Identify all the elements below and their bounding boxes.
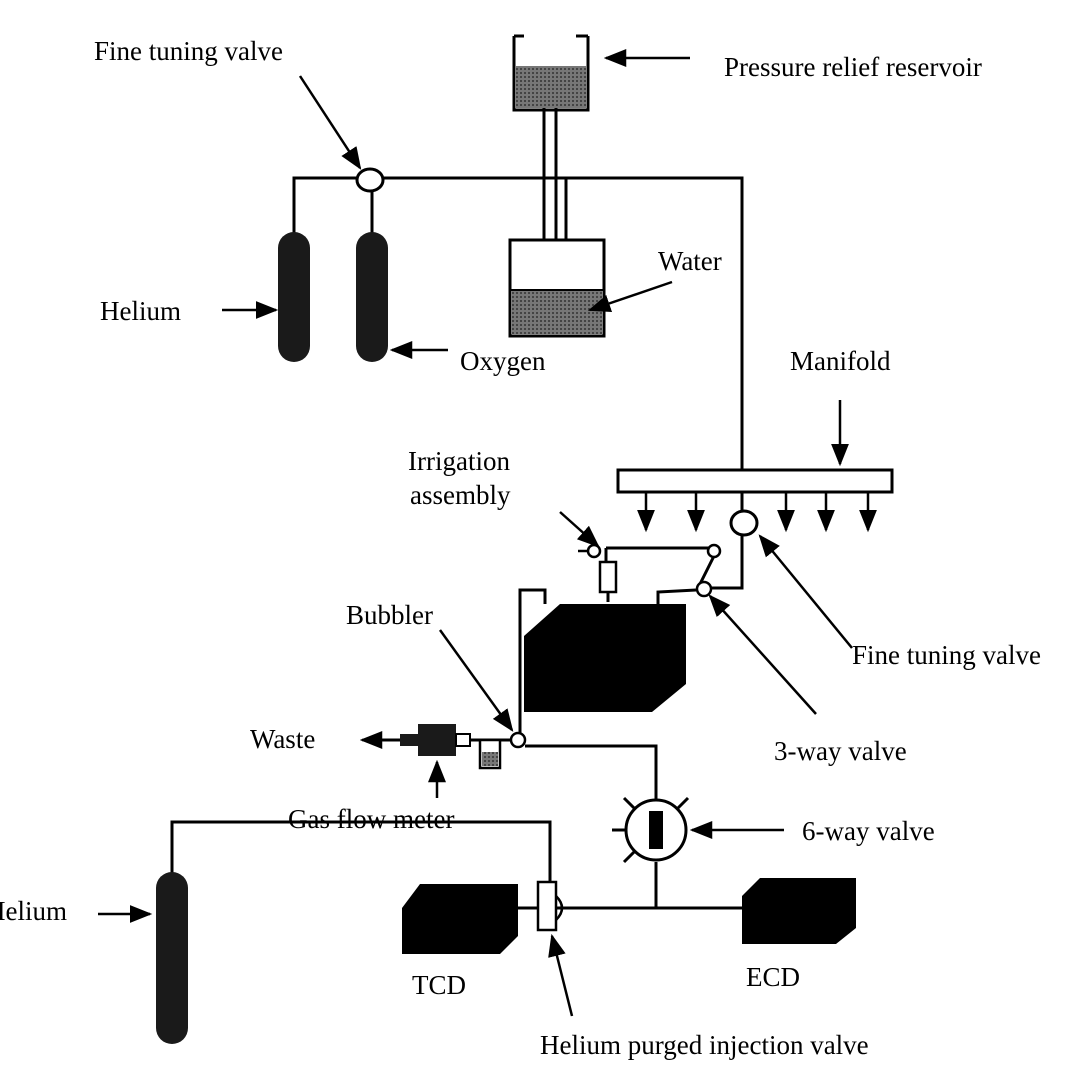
label-helium-purged-injection-valve: Helium purged injection valve: [540, 1030, 869, 1060]
helium-cylinder-top: [278, 232, 310, 362]
labels: Fine tuning valve Pressure relief reserv…: [0, 36, 1041, 1060]
irrigation-to-3way: [698, 555, 716, 585]
label-pressure-relief-reservoir: Pressure relief reservoir: [724, 52, 982, 82]
bubbler-to-6way: [525, 744, 658, 800]
label-fine-tuning-valve-right: Fine tuning valve: [852, 640, 1041, 670]
oxygen-cylinder: [356, 232, 388, 362]
helium-cylinder-bottom: [156, 872, 188, 1044]
arrow-water: [587, 280, 673, 312]
irrigation-valve-right: [706, 543, 722, 559]
label-three-way-valve: 3-way valve: [774, 736, 907, 766]
label-tcd: TCD: [412, 970, 466, 1000]
injection-valve: [536, 880, 564, 932]
label-oxygen: Oxygen: [460, 346, 546, 376]
ecd-detector: [742, 878, 856, 944]
manifold: [616, 468, 894, 533]
valves: [355, 167, 759, 749]
label-ecd: ECD: [746, 962, 800, 992]
pressure-relief-reservoir: [512, 34, 590, 112]
bubbler: [478, 738, 502, 770]
tcd-detector: [402, 884, 518, 954]
three-way-valve: [695, 580, 713, 598]
arrow-fine-tuning-top: [298, 75, 362, 170]
label-helium-bottom: Helium: [0, 896, 67, 926]
label-helium-top: Helium: [100, 296, 181, 326]
arrow-injection: [548, 933, 574, 1017]
fine-valve-to-reactor: [706, 536, 744, 590]
bubbler-valve: [509, 731, 527, 749]
water-vessel: [508, 238, 606, 338]
fine-tuning-valve-manifold: [729, 509, 759, 537]
arrow-three-way: [708, 594, 817, 715]
top-gas-line: [292, 176, 744, 470]
label-bubbler: Bubbler: [346, 600, 433, 630]
label-water: Water: [658, 246, 722, 276]
label-fine-tuning-valve-top: Fine tuning valve: [94, 36, 283, 66]
fine-tuning-valve-top: [355, 167, 385, 193]
label-irrigation-line1: Irrigation: [408, 446, 510, 476]
pointer-arrows: [98, 49, 853, 1017]
three-way-to-reactor: [656, 588, 697, 604]
reactor-box: [520, 588, 686, 712]
label-manifold: Manifold: [790, 346, 891, 376]
irrigation-valve-left: [586, 543, 602, 559]
arrow-bubbler: [438, 629, 514, 732]
gas-flow-meter: [400, 724, 471, 756]
label-waste: Waste: [250, 724, 315, 754]
irrigation-assembly: [578, 549, 618, 594]
arrow-irrigation: [559, 511, 600, 548]
helium-bottom-line: [170, 820, 552, 882]
label-gas-flow-meter: Gas flow meter: [288, 804, 454, 834]
arrow-fine-tuning-right: [758, 534, 853, 649]
label-irrigation-line2: assembly: [410, 480, 511, 510]
label-six-way-valve: 6-way valve: [802, 816, 935, 846]
six-way-valve: [612, 784, 690, 864]
gas-cylinders: [156, 232, 388, 1044]
